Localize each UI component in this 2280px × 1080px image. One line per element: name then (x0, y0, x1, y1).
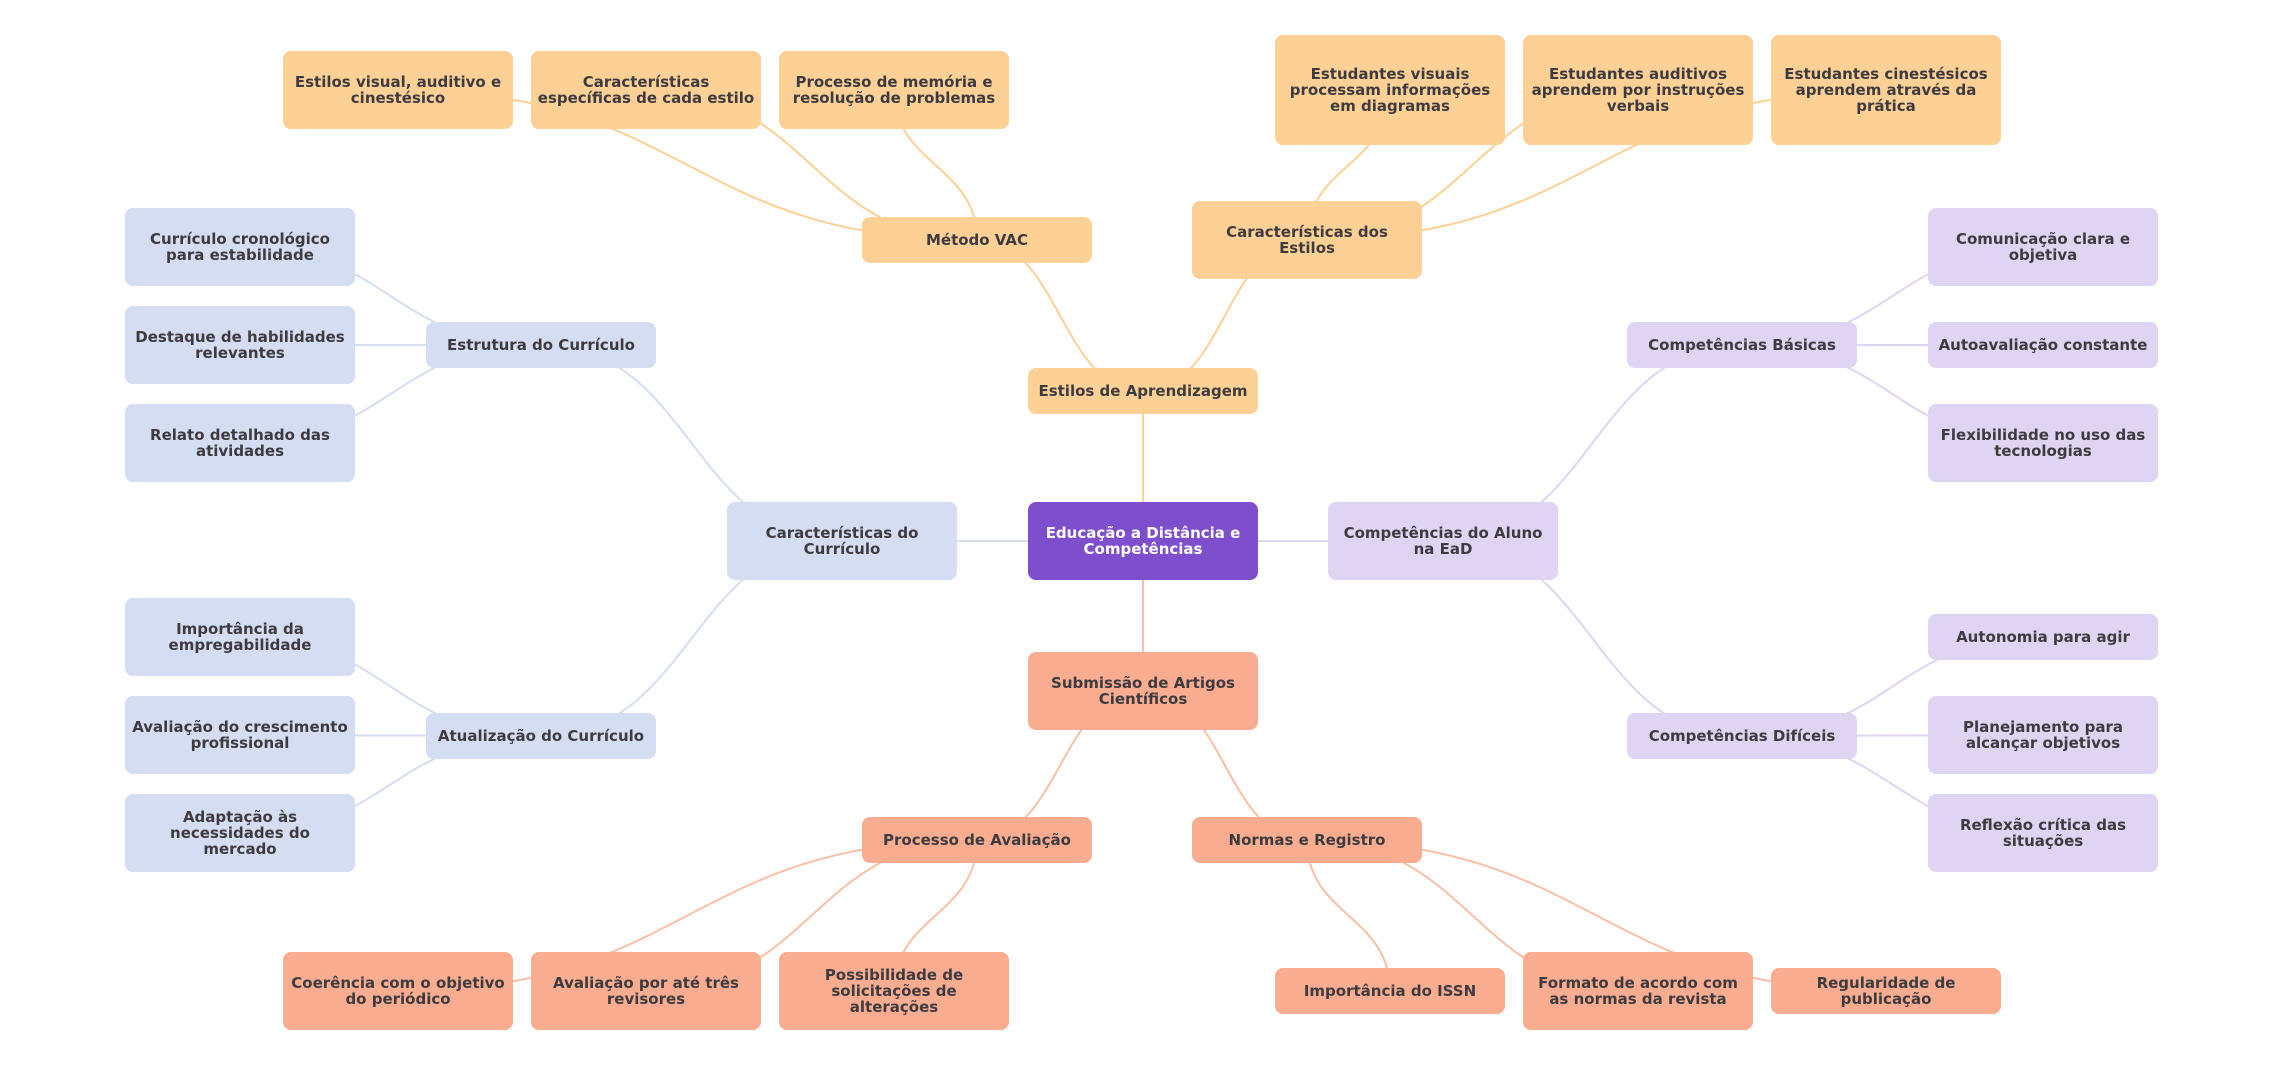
branch-caracteristicas-do-curriculo[interactable]: Características do Currículo (727, 502, 957, 580)
leaf-regularidade[interactable]: Regularidade de publicação (1771, 968, 2001, 1014)
node-label: Autoavaliação constante (1938, 336, 2148, 354)
leaf-estilos-vac[interactable]: Estilos visual, auditivo e cinestésico (283, 51, 513, 129)
node-label: Submissão de Artigos Científicos (1051, 674, 1235, 708)
node-label: Currículo cronológico para estabilidade (150, 230, 330, 264)
leaf-planejamento[interactable]: Planejamento para alcançar objetivos (1928, 696, 2158, 774)
leaf-issn[interactable]: Importância do ISSN (1275, 968, 1505, 1014)
node-label: Regularidade de publicação (1816, 974, 1956, 1008)
node-label: Competências Básicas (1648, 336, 1836, 354)
node-label: Características dos Estilos (1226, 223, 1388, 257)
leaf-caracteristicas-especificas[interactable]: Características específicas de cada esti… (531, 51, 761, 129)
leaf-autoavaliacao[interactable]: Autoavaliação constante (1928, 322, 2158, 368)
node-label: Possibilidade de solicitações de alteraç… (824, 966, 964, 1016)
node-label: Planejamento para alcançar objetivos (1963, 718, 2123, 752)
edge-normas-registro-issn (1306, 839, 1391, 992)
node-atualizacao-do-curriculo[interactable]: Atualização do Currículo (426, 713, 656, 759)
leaf-reflexao[interactable]: Reflexão crítica das situações (1928, 794, 2158, 872)
node-label: Estilos visual, auditivo e cinestésico (294, 73, 502, 107)
node-label: Comunicação clara e objetiva (1955, 230, 2131, 264)
node-label: Adaptação às necessidades do mercado (170, 808, 310, 858)
node-estrutura-do-curriculo[interactable]: Estrutura do Currículo (426, 322, 656, 368)
leaf-adaptacao-mercado[interactable]: Adaptação às necessidades do mercado (125, 794, 355, 872)
node-label: Importância da empregabilidade (168, 620, 312, 654)
node-label: Estudantes cinestésicos aprendem através… (1784, 65, 1988, 115)
leaf-relato-detalhado[interactable]: Relato detalhado das atividades (125, 404, 355, 482)
node-label: Características específicas de cada esti… (537, 73, 755, 107)
leaf-destaque-habilidades[interactable]: Destaque de habilidades relevantes (125, 306, 355, 384)
node-label: Processo de Avaliação (883, 831, 1071, 849)
node-label: Processo de memória e resolução de probl… (792, 73, 996, 107)
leaf-formato[interactable]: Formato de acordo com as normas da revis… (1523, 952, 1753, 1030)
leaf-comunicacao[interactable]: Comunicação clara e objetiva (1928, 208, 2158, 286)
leaf-possibilidade-alteracoes[interactable]: Possibilidade de solicitações de alteraç… (779, 952, 1009, 1030)
node-competencias-dificeis[interactable]: Competências Difíceis (1627, 713, 1857, 759)
node-label: Competências Difíceis (1648, 727, 1836, 745)
node-caracteristicas-dos-estilos[interactable]: Características dos Estilos (1192, 201, 1422, 279)
node-competencias-basicas[interactable]: Competências Básicas (1627, 322, 1857, 368)
node-label: Competências do Aluno na EaD (1343, 524, 1543, 558)
leaf-autonomia[interactable]: Autonomia para agir (1928, 614, 2158, 660)
node-label: Estrutura do Currículo (447, 336, 635, 354)
node-label: Características do Currículo (765, 524, 919, 558)
node-label: Atualização do Currículo (437, 727, 645, 745)
node-label: Método VAC (925, 231, 1029, 249)
node-label: Estudantes auditivos aprendem por instru… (1531, 65, 1745, 115)
branch-estilos-de-aprendizagem[interactable]: Estilos de Aprendizagem (1028, 368, 1258, 414)
node-metodo-vac[interactable]: Método VAC (862, 217, 1092, 263)
leaf-coerencia[interactable]: Coerência com o objetivo do periódico (283, 952, 513, 1030)
node-label: Relato detalhado das atividades (150, 426, 330, 460)
node-label: Formato de acordo com as normas da revis… (1538, 974, 1738, 1008)
node-label: Importância do ISSN (1303, 982, 1477, 1000)
node-label: Educação a Distância e Competências (1045, 524, 1241, 558)
branch-submissao-de-artigos[interactable]: Submissão de Artigos Científicos (1028, 652, 1258, 730)
node-label: Avaliação por até três revisores (553, 974, 739, 1008)
node-label: Destaque de habilidades relevantes (135, 328, 345, 362)
leaf-importancia-empregabilidade[interactable]: Importância da empregabilidade (125, 598, 355, 676)
leaf-curriculo-cronologico[interactable]: Currículo cronológico para estabilidade (125, 208, 355, 286)
node-label: Normas e Registro (1228, 831, 1386, 849)
leaf-estudantes-auditivos[interactable]: Estudantes auditivos aprendem por instru… (1523, 35, 1753, 145)
node-label: Coerência com o objetivo do periódico (291, 974, 505, 1008)
leaf-avaliacao-revisores[interactable]: Avaliação por até três revisores (531, 952, 761, 1030)
leaf-flexibilidade[interactable]: Flexibilidade no uso das tecnologias (1928, 404, 2158, 482)
leaf-processo-memoria[interactable]: Processo de memória e resolução de probl… (779, 51, 1009, 129)
node-normas-e-registro[interactable]: Normas e Registro (1192, 817, 1422, 863)
leaf-estudantes-visuais[interactable]: Estudantes visuais processam informações… (1275, 35, 1505, 145)
leaf-avaliacao-crescimento[interactable]: Avaliação do crescimento profissional (125, 696, 355, 774)
node-label: Flexibilidade no uso das tecnologias (1940, 426, 2146, 460)
node-label: Estilos de Aprendizagem (1038, 382, 1248, 400)
root-node[interactable]: Educação a Distância e Competências (1028, 502, 1258, 580)
node-label: Avaliação do crescimento profissional (132, 718, 348, 752)
node-label: Estudantes visuais processam informações… (1289, 65, 1491, 115)
node-label: Autonomia para agir (1956, 628, 2130, 646)
branch-competencias-do-aluno[interactable]: Competências do Aluno na EaD (1328, 502, 1558, 580)
node-processo-de-avaliacao[interactable]: Processo de Avaliação (862, 817, 1092, 863)
leaf-estudantes-cinestesicos[interactable]: Estudantes cinestésicos aprendem através… (1771, 35, 2001, 145)
node-label: Reflexão crítica das situações (1959, 816, 2127, 850)
